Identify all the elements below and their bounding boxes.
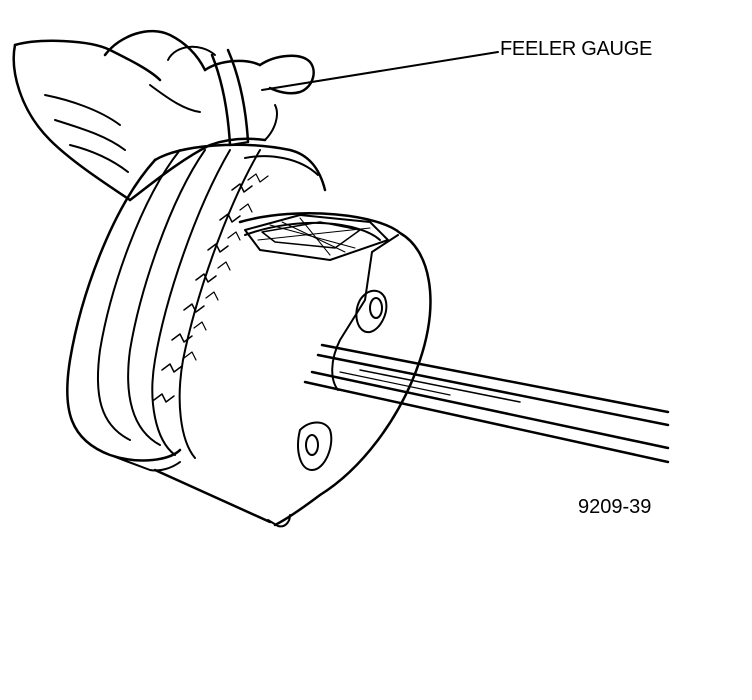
feeler-gauge-label: FEELER GAUGE (500, 38, 652, 60)
connecting-rod (303, 343, 670, 464)
hand (12, 29, 315, 202)
callout-leader-line (261, 51, 499, 91)
piston-crown (244, 214, 389, 261)
piston-ring (66, 143, 327, 472)
feeler-gauge-blade (210, 48, 250, 147)
figure-number: 9209-39 (578, 496, 652, 518)
